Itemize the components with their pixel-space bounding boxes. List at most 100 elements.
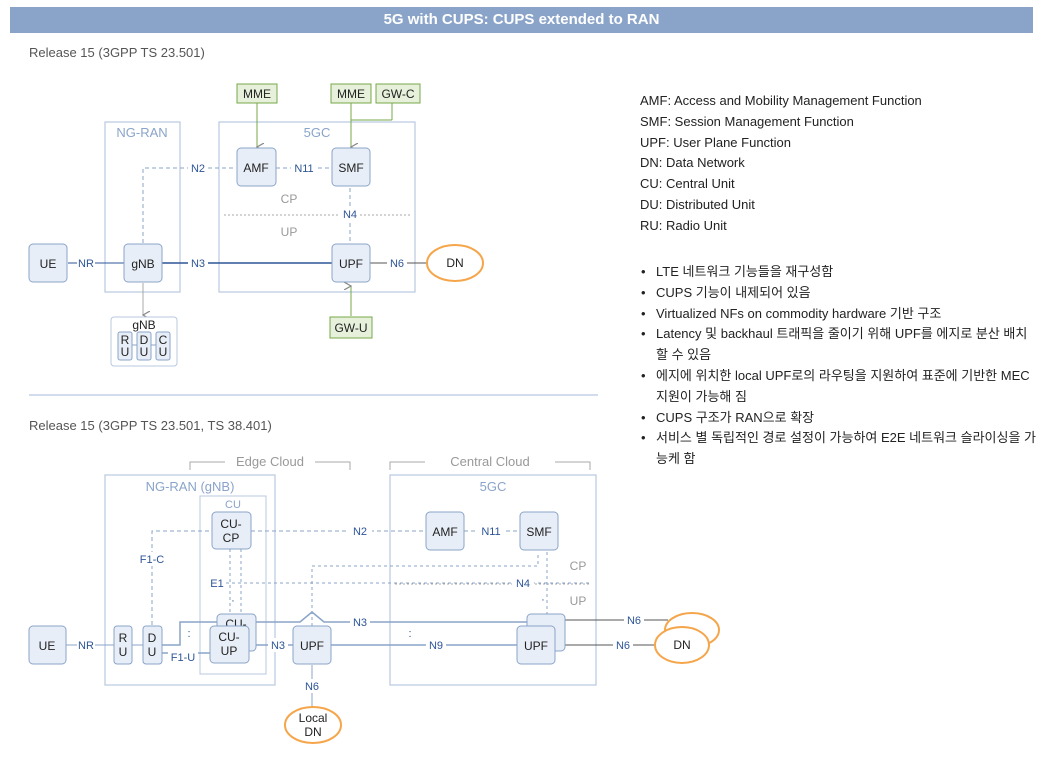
bullet-item: LTE 네트워크 기능들을 재구성함 [638,262,1038,283]
local-dn-node [284,706,342,744]
ru-label-1: R [119,631,128,645]
mme-amf-label: MME [243,87,271,101]
n9-dots: : [408,628,411,640]
bottom-release-label: Release 15 (3GPP TS 23.501, TS 38.401) [29,418,272,433]
core-group-bottom [389,474,597,686]
e1-dots: · [231,595,235,607]
du-node [142,625,163,665]
up-label-bottom: UP [570,594,587,608]
legend-item: DU: Distributed Unit [640,196,755,212]
cu-cp-node [211,511,252,550]
central-cloud-bracket [389,461,591,470]
ue-node [28,243,68,283]
n4-label-bottom: N4 [516,578,530,590]
gwu-label: GW-U [334,321,367,335]
bottom-diagram: Edge Cloud Central Cloud NG-RAN (gNB) CU… [28,454,720,744]
f1u-label: F1-U [171,652,196,664]
gnb-label: gNB [131,257,154,271]
n4-dots: · [541,594,545,606]
core-label-bottom: 5GC [480,479,507,494]
split-du [136,331,152,361]
cu-up-label-2: UP [221,644,238,658]
n6-label: N6 [390,258,404,270]
n2-label-bottom: N2 [353,526,367,538]
smf-label: SMF [338,161,363,175]
n6-label-local: N6 [305,681,319,693]
f1u-dots: : [187,628,190,640]
amf-node-bottom [425,511,465,551]
legend-item: SMF: Session Management Function [640,113,854,129]
dn-node [426,244,484,282]
n3-label-top: N3 [353,617,367,629]
legend-item: RU: Radio Unit [640,217,727,233]
gwc-label: GW-C [381,87,414,101]
upf-edge-node [292,625,332,665]
ngran-label: NG-RAN [116,125,167,140]
bullet-item: CUPS 기능이 내제되어 있음 [638,283,1038,304]
split-ru [117,331,133,361]
legend-item: DN: Data Network [640,155,745,171]
n6-label-bottom: N6 [616,640,630,652]
legend-item: CU: Central Unit [640,176,735,192]
smf-label-bottom: SMF [526,525,551,539]
n3-label: N3 [191,258,205,270]
dn-label: DN [446,256,463,270]
n11-label: N11 [294,163,313,175]
n3-link-top [256,611,530,623]
local-dn-label-1: Local [299,711,328,725]
e1-label: E1 [210,578,223,590]
split-ru-2: U [121,345,130,359]
amf-label: AMF [243,161,268,175]
cu-up-node [209,625,250,664]
local-dn-label-2: DN [304,725,321,739]
n11-label-bottom: N11 [481,526,500,538]
bullet-item: 에지에 위치한 local UPF로의 라우팅을 지원하여 표준에 기반한 ME… [638,366,1038,408]
nr-label: NR [78,258,94,270]
f1c-label: F1-C [140,554,165,566]
upf-central-label: UPF [524,639,548,653]
edge-cloud-label: Edge Cloud [236,454,304,469]
upf-label: UPF [339,257,363,271]
cp-label: CP [281,192,298,206]
central-cloud-label: Central Cloud [450,454,530,469]
ru-node [113,625,133,665]
smf-node-bottom [519,511,559,551]
split-cu-1: C [159,333,168,347]
du-label-2: U [148,645,157,659]
cu-up-label-1: CU- [218,630,239,644]
abbreviation-legend: AMF: Access and Mobility Management Func… [640,91,922,237]
bullet-item: Latency 및 backhaul 트래픽을 줄이기 위해 UPF를 에지로 … [638,324,1038,366]
n4-link-edge [311,552,539,626]
feature-bullet-list: LTE 네트워크 기능들을 재구성함 CUPS 기능이 내제되어 있음 Virt… [638,262,1038,470]
nr-label-bottom: NR [78,640,94,652]
split-du-2: U [140,345,149,359]
du-label-1: D [148,631,157,645]
cu-cp-label-1: CU- [220,517,241,531]
top-diagram: NG-RAN 5GC CP UP NR N3 N2 N11 N4 N6 [28,83,484,367]
gnb-node [123,243,163,283]
legend-item: UPF: User Plane Function [640,134,792,150]
upf-node [331,243,371,283]
cu-label: CU [225,499,241,511]
core-group [218,121,416,293]
n6-label-top: N6 [627,615,641,627]
gwc-box [375,83,421,104]
amf-label-bottom: AMF [432,525,457,539]
n2-label: N2 [191,163,205,175]
f1c-link [151,530,212,625]
page-title: 5G with CUPS: CUPS extended to RAN [10,7,1033,33]
n2-link [142,167,236,243]
n4-label: N4 [343,209,357,221]
ru-label-2: U [119,645,128,659]
bullet-item: 서비스 별 독립적인 경로 설정이 가능하여 E2E 네트워크 슬라이싱을 가능… [638,428,1038,470]
cp-label-bottom: CP [570,559,587,573]
bullet-item: CUPS 구조가 RAN으로 확장 [638,408,1038,429]
upf-edge-label: UPF [300,639,324,653]
cu-group [199,495,267,675]
f1u-link-a [162,621,230,646]
ngran-gnb-label: NG-RAN (gNB) [146,479,235,494]
upf-central-node [516,625,556,665]
dn-node-bottom [654,626,710,664]
gnb-split-title: gNB [132,318,155,332]
